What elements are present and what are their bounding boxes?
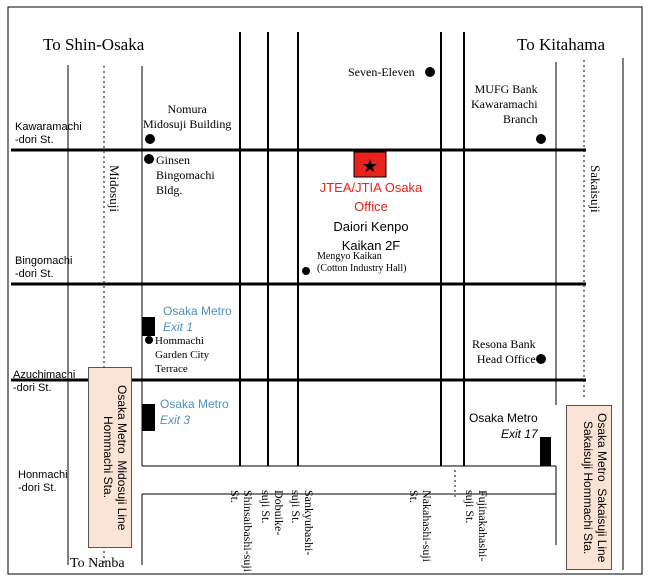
map-frame (7, 6, 643, 575)
resona-marker (536, 354, 546, 364)
exit17-marker (540, 437, 551, 466)
label-mengyo: Mengyo Kaikan(Cotton Industry Hall) (317, 251, 407, 274)
office-marker (353, 151, 387, 178)
station-midosuji-hommachi: Osaka Metro Midosuji Line Hommachi Sta. (88, 367, 132, 548)
street-label-bingomachi: Bingomachi-dori St. (15, 255, 73, 280)
street-label-honmachi: Honmachi-dori St. (18, 469, 68, 494)
street-label-midosuji: Midosuji (107, 165, 122, 212)
street-label-kawaramachi: Kawaramachi-dori St. (15, 121, 82, 146)
street-label-fujinakahashi: Fujinakahashi-suji St. (463, 490, 490, 562)
street-label-shinsaibashi: Shinsaibashi-suji St. (228, 490, 255, 573)
mengyo-marker (302, 267, 310, 275)
direction-nanba: To Nanba (70, 556, 125, 571)
direction-kitahama: To Kitahama (517, 35, 606, 54)
exit3-marker (142, 404, 155, 431)
mufg-marker (536, 134, 546, 144)
street-label-sakaisuji: Sakaisuji (588, 165, 603, 213)
label-seven-eleven: Seven-Eleven (348, 65, 415, 79)
street-label-nakahashi: Nakahashi-suji St. (407, 490, 434, 562)
seven-eleven-marker (425, 67, 435, 77)
exit1-marker (142, 317, 155, 336)
nomura-marker (145, 134, 155, 144)
street-label-azuchimachi: Azuchimachi-dori St. (13, 369, 76, 394)
ginsen-marker (144, 154, 154, 164)
office-star-icon: ★ (362, 156, 378, 177)
street-label-dobuike: Dobuike-suji St. (259, 490, 286, 536)
street-label-sankyubashi: Sankyubashi-suji St. (289, 490, 316, 556)
direction-shin-osaka: To Shin-Osaka (43, 35, 145, 54)
hommachi-garden-marker (145, 336, 153, 344)
station-sakaisuji-hommachi: Osaka Metro Sakaisuji Line Sakaisuji Hom… (566, 405, 612, 570)
